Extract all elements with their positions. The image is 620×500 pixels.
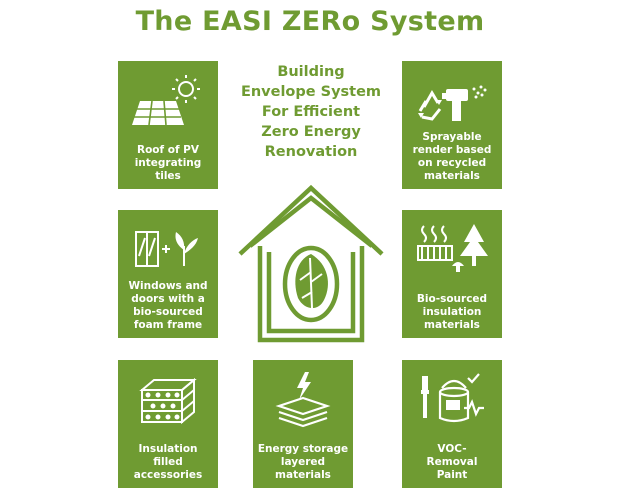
center-line: For Efficient: [261, 104, 361, 120]
tile-label-line: Roof of PV: [137, 144, 199, 156]
tile-label: Windows and doors with a bio-sourced foa…: [120, 280, 216, 332]
tile-energy-storage: Energy storage layered materials: [253, 360, 353, 488]
window-plant-icon: [135, 231, 198, 267]
tile-label-line: Paint: [436, 469, 468, 481]
brick-block-icon: [139, 377, 197, 425]
tile-label: Insulation filled accessories: [120, 443, 216, 482]
tile-label: Energy storage layered materials: [255, 443, 351, 482]
tile-label-line: foam frame: [133, 319, 203, 331]
tile-label-line: Sprayable: [422, 131, 482, 143]
tile-voc-paint: VOC- Removal Paint: [402, 360, 502, 488]
tile-label-line: render based: [412, 144, 492, 156]
tile-label-line: integrating: [134, 157, 202, 169]
tile-label-line: insulation: [422, 306, 482, 318]
tile-label-line: layered: [280, 456, 326, 468]
tile-label-line: bio-sourced: [133, 306, 203, 318]
house-leaf-icon: [238, 184, 384, 343]
tile-insulation-accessories: Insulation filled accessories: [118, 360, 218, 488]
tile-label-line: materials: [424, 319, 480, 331]
tile-windows-doors: Windows and doors with a bio-sourced foa…: [118, 210, 218, 338]
energy-layers-icon: [275, 372, 331, 428]
tile-label: Sprayable render based on recycled mater…: [404, 131, 500, 183]
tile-label-line: tiles: [155, 170, 181, 182]
tile-label: Roof of PV integrating tiles: [120, 144, 216, 183]
recycle-spray-icon: [418, 85, 487, 121]
tile-label-line: materials: [424, 170, 480, 182]
insulation-tree-icon: [417, 224, 488, 272]
tile-pv-roof: Roof of PV integrating tiles: [118, 61, 218, 189]
center-line: Zero Energy: [261, 124, 361, 140]
tile-label-line: Energy storage: [257, 443, 349, 455]
tile-label: VOC- Removal Paint: [404, 443, 500, 482]
tile-label: Bio-sourced insulation materials: [404, 293, 500, 332]
center-description: Building Envelope System For Efficient Z…: [232, 62, 390, 162]
tile-label-line: Bio-sourced: [416, 293, 488, 305]
page-title: The EASI ZERo System: [135, 6, 485, 37]
tile-label-line: Insulation: [138, 443, 198, 455]
paint-bucket-icon: [421, 373, 484, 423]
tile-label-line: doors with a: [131, 293, 205, 305]
center-line: Building: [277, 64, 345, 80]
center-line: Renovation: [264, 144, 358, 160]
center-line: Envelope System: [240, 84, 382, 100]
tile-label-line: materials: [275, 469, 331, 481]
tile-label-line: filled: [153, 456, 183, 468]
solar-panel-sun-icon: [132, 75, 200, 126]
tile-sprayable-render: Sprayable render based on recycled mater…: [402, 61, 502, 189]
tile-label-line: Removal: [426, 456, 478, 468]
tile-bio-insulation: Bio-sourced insulation materials: [402, 210, 502, 338]
tile-label-line: accessories: [133, 469, 203, 481]
tile-label-line: Windows and: [128, 280, 208, 292]
tile-label-line: on recycled: [417, 157, 487, 169]
tile-label-line: VOC-: [437, 443, 467, 455]
